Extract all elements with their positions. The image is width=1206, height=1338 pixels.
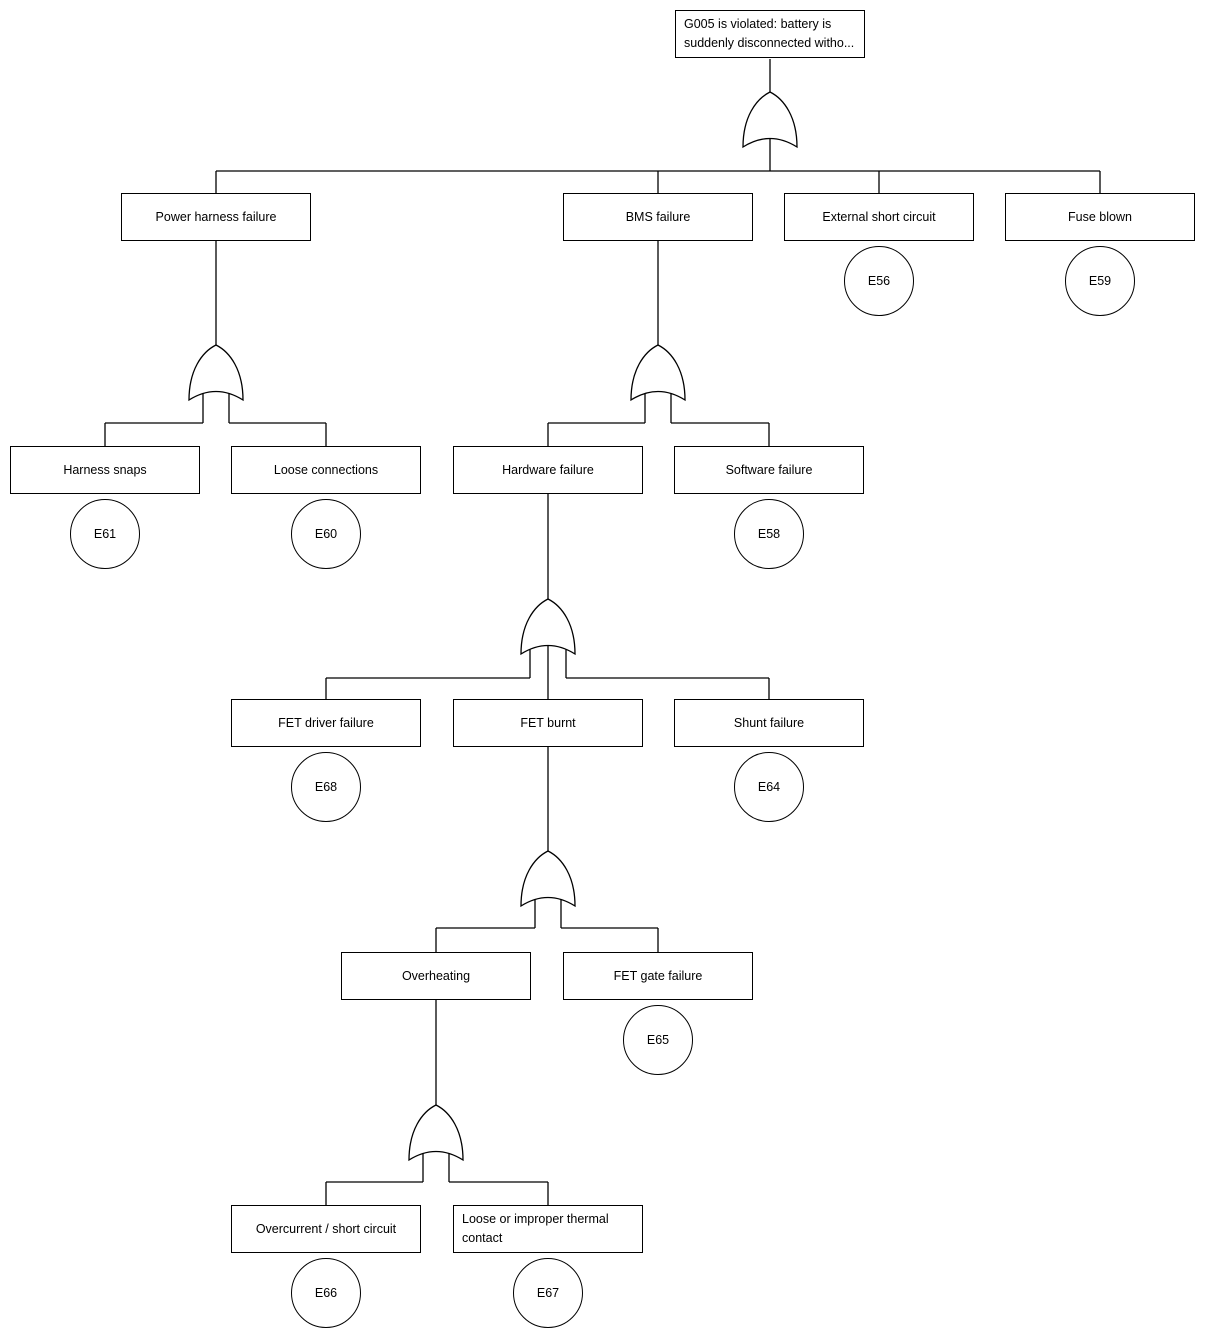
event-circle-e59[interactable]: E59: [1065, 246, 1135, 316]
or-gate-bms[interactable]: [630, 344, 686, 402]
node-label: FET gate failure: [613, 968, 703, 983]
node-label: Overcurrent / short circuit: [255, 1221, 397, 1236]
node-label: Hardware failure: [502, 462, 594, 477]
event-circle-e64[interactable]: E64: [734, 752, 804, 822]
node-loose-improper-thermal-contact[interactable]: Loose or improper thermal contact: [453, 1205, 643, 1253]
node-label: External short circuit: [822, 209, 936, 224]
node-overcurrent-short-circuit[interactable]: Overcurrent / short circuit: [231, 1205, 421, 1253]
or-gate-fet-burnt[interactable]: [520, 850, 576, 908]
node-bms-failure[interactable]: BMS failure: [563, 193, 753, 241]
node-label: Harness snaps: [63, 462, 147, 477]
node-fuse-blown[interactable]: Fuse blown: [1005, 193, 1195, 241]
event-id: E61: [93, 527, 117, 541]
node-label: Loose or improper thermal contact: [462, 1212, 609, 1245]
event-id: E56: [867, 274, 891, 288]
event-circle-e68[interactable]: E68: [291, 752, 361, 822]
connector-lines: [104, 59, 1101, 1205]
node-external-short-circuit[interactable]: External short circuit: [784, 193, 974, 241]
node-overheating[interactable]: Overheating: [341, 952, 531, 1000]
node-label: FET driver failure: [278, 715, 374, 730]
event-id: E66: [314, 1286, 338, 1300]
event-id: E68: [314, 780, 338, 794]
node-label: BMS failure: [625, 209, 691, 224]
event-id: E60: [314, 527, 338, 541]
node-label: G005 is violated: battery is suddenly di…: [684, 17, 855, 50]
or-gate-hardware[interactable]: [520, 598, 576, 656]
event-circle-e66[interactable]: E66: [291, 1258, 361, 1328]
node-fet-driver-failure[interactable]: FET driver failure: [231, 699, 421, 747]
event-circle-e60[interactable]: E60: [291, 499, 361, 569]
node-label: Shunt failure: [733, 715, 805, 730]
node-label: FET burnt: [520, 715, 576, 730]
event-circle-e61[interactable]: E61: [70, 499, 140, 569]
node-power-harness-failure[interactable]: Power harness failure: [121, 193, 311, 241]
event-id: E67: [536, 1286, 560, 1300]
event-id: E65: [646, 1033, 670, 1047]
node-top-event[interactable]: G005 is violated: battery is suddenly di…: [675, 10, 865, 58]
node-label: Software failure: [725, 462, 813, 477]
node-hardware-failure[interactable]: Hardware failure: [453, 446, 643, 494]
event-id: E64: [757, 780, 781, 794]
event-circle-e58[interactable]: E58: [734, 499, 804, 569]
node-software-failure[interactable]: Software failure: [674, 446, 864, 494]
event-circle-e56[interactable]: E56: [844, 246, 914, 316]
node-label: Loose connections: [273, 462, 379, 477]
or-gate-power-harness[interactable]: [188, 344, 244, 402]
node-fet-burnt[interactable]: FET burnt: [453, 699, 643, 747]
node-harness-snaps[interactable]: Harness snaps: [10, 446, 200, 494]
event-circle-e65[interactable]: E65: [623, 1005, 693, 1075]
node-fet-gate-failure[interactable]: FET gate failure: [563, 952, 753, 1000]
or-gate-overheating[interactable]: [408, 1104, 464, 1162]
or-gate-top-event[interactable]: [742, 91, 798, 149]
node-shunt-failure[interactable]: Shunt failure: [674, 699, 864, 747]
node-label: Fuse blown: [1068, 209, 1132, 224]
event-id: E58: [757, 527, 781, 541]
node-label: Power harness failure: [155, 209, 277, 224]
event-id: E59: [1088, 274, 1112, 288]
node-loose-connections[interactable]: Loose connections: [231, 446, 421, 494]
node-label: Overheating: [401, 968, 471, 983]
event-circle-e67[interactable]: E67: [513, 1258, 583, 1328]
